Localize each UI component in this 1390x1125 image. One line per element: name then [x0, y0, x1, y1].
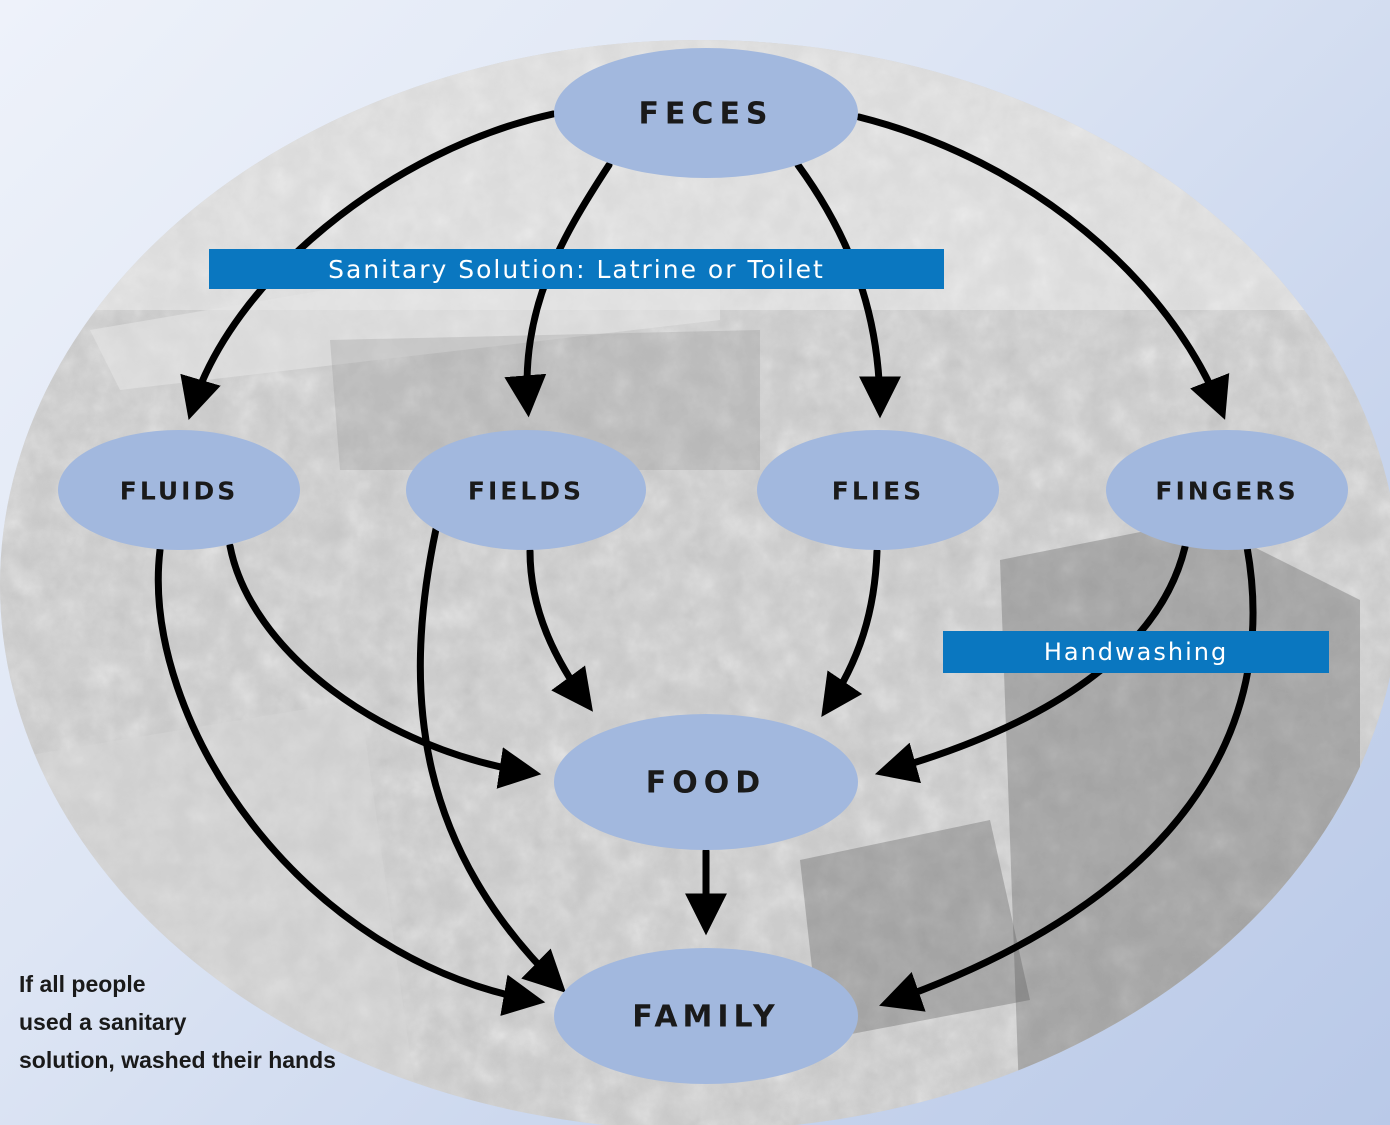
arrow-fields-family [416, 525, 567, 993]
caption-line-2: used a sanitary [19, 1009, 187, 1035]
arrow-fields-food [526, 547, 593, 712]
caption-line-3: solution, washed their hands [19, 1047, 336, 1073]
node-food-shape [554, 714, 858, 850]
caption-text: If all people used a sanitary solution, … [19, 965, 379, 1079]
node-family-shape [554, 948, 858, 1084]
arrow-flies-food [821, 547, 881, 717]
arrow-fluids-family [154, 546, 546, 1016]
node-flies: FLIES [757, 430, 999, 550]
arrow-fingers-food [874, 543, 1189, 784]
node-fingers-shape [1106, 430, 1348, 550]
barrier-sanitary-solution: Sanitary Solution: Latrine or Toilet [209, 249, 944, 289]
node-fluids: FLUIDS [58, 430, 300, 550]
node-feces: FECES [554, 48, 858, 178]
arrow-fingers-family [879, 543, 1257, 1012]
node-fingers: FINGERS [1106, 430, 1348, 550]
node-food: FOOD [554, 714, 858, 850]
node-feces-label: FECES [638, 97, 773, 132]
arrow-feces-fingers [855, 113, 1230, 420]
node-fingers-label: FINGERS [1155, 477, 1298, 506]
node-family-label: FAMILY [632, 1000, 779, 1035]
arrow-fluids-food [226, 542, 542, 789]
node-flies-label: FLIES [832, 477, 924, 506]
arrow-feces-flies [794, 161, 901, 419]
node-fluids-shape [58, 430, 300, 550]
node-flies-shape [757, 430, 999, 550]
arrows [154, 110, 1257, 1016]
node-food-label: FOOD [646, 766, 766, 801]
caption-line-1: If all people [19, 971, 146, 997]
node-fields-shape [406, 430, 646, 550]
node-feces-shape [554, 48, 858, 178]
barrier-handwashing: Handwashing [943, 631, 1329, 673]
arrow-feces-fluids [180, 110, 557, 421]
node-family: FAMILY [554, 948, 858, 1084]
node-fields-label: FIELDS [468, 477, 584, 506]
node-fluids-label: FLUIDS [120, 477, 238, 506]
node-fields: FIELDS [406, 430, 646, 550]
